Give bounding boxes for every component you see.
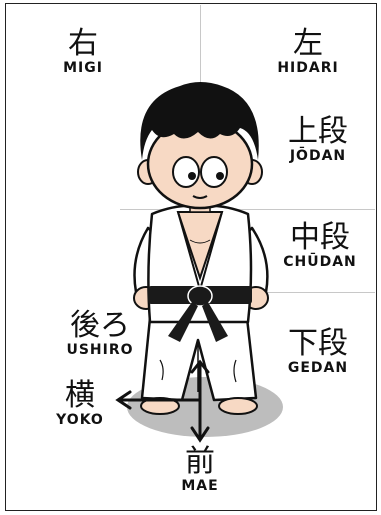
belt-knot (187, 285, 213, 307)
belt-tail-left (168, 302, 198, 342)
hidari-romaji: HIDARI (277, 60, 339, 76)
mouth (192, 195, 208, 199)
direction-arrows (115, 359, 210, 443)
jodan-romaji: JŌDAN (289, 148, 347, 164)
ushiro-romaji: USHIRO (66, 342, 134, 358)
label-gedan: 下段 GEDAN (266, 326, 370, 377)
mae-kanji: 前 (185, 444, 215, 479)
right-foot (218, 397, 258, 415)
migi-romaji: MIGI (63, 60, 103, 76)
label-yoko: 横 YOKO (40, 378, 120, 429)
chudan-kanji: 中段 (290, 220, 350, 255)
gedan-kanji: 下段 (288, 326, 348, 361)
label-migi: 右 MIGI (38, 26, 128, 77)
label-ushiro: 後ろ USHIRO (50, 308, 150, 359)
yoko-romaji: YOKO (56, 412, 104, 428)
hair (140, 82, 259, 160)
ushiro-kanji: 後ろ (70, 308, 130, 343)
chudan-romaji: CHŪDAN (283, 254, 357, 270)
jodan-kanji: 上段 (288, 114, 348, 149)
mae-romaji: MAE (181, 478, 219, 494)
gedan-romaji: GEDAN (287, 360, 349, 376)
migi-kanji: 右 (68, 26, 98, 61)
left-foot (140, 397, 180, 415)
hidari-kanji: 左 (293, 26, 323, 61)
belt-tail-right (202, 302, 228, 342)
jodan-chudan-divider (120, 209, 375, 210)
chudan-gedan-divider (220, 292, 375, 293)
label-mae: 前 MAE (160, 444, 240, 495)
label-chudan: 中段 CHŪDAN (266, 220, 374, 271)
label-hidari: 左 HIDARI (256, 26, 360, 77)
diagram-frame (5, 3, 377, 511)
yoko-kanji: 横 (65, 378, 95, 413)
label-jodan: 上段 JŌDAN (266, 114, 370, 165)
right-eye (172, 156, 200, 188)
left-eye (200, 156, 228, 188)
